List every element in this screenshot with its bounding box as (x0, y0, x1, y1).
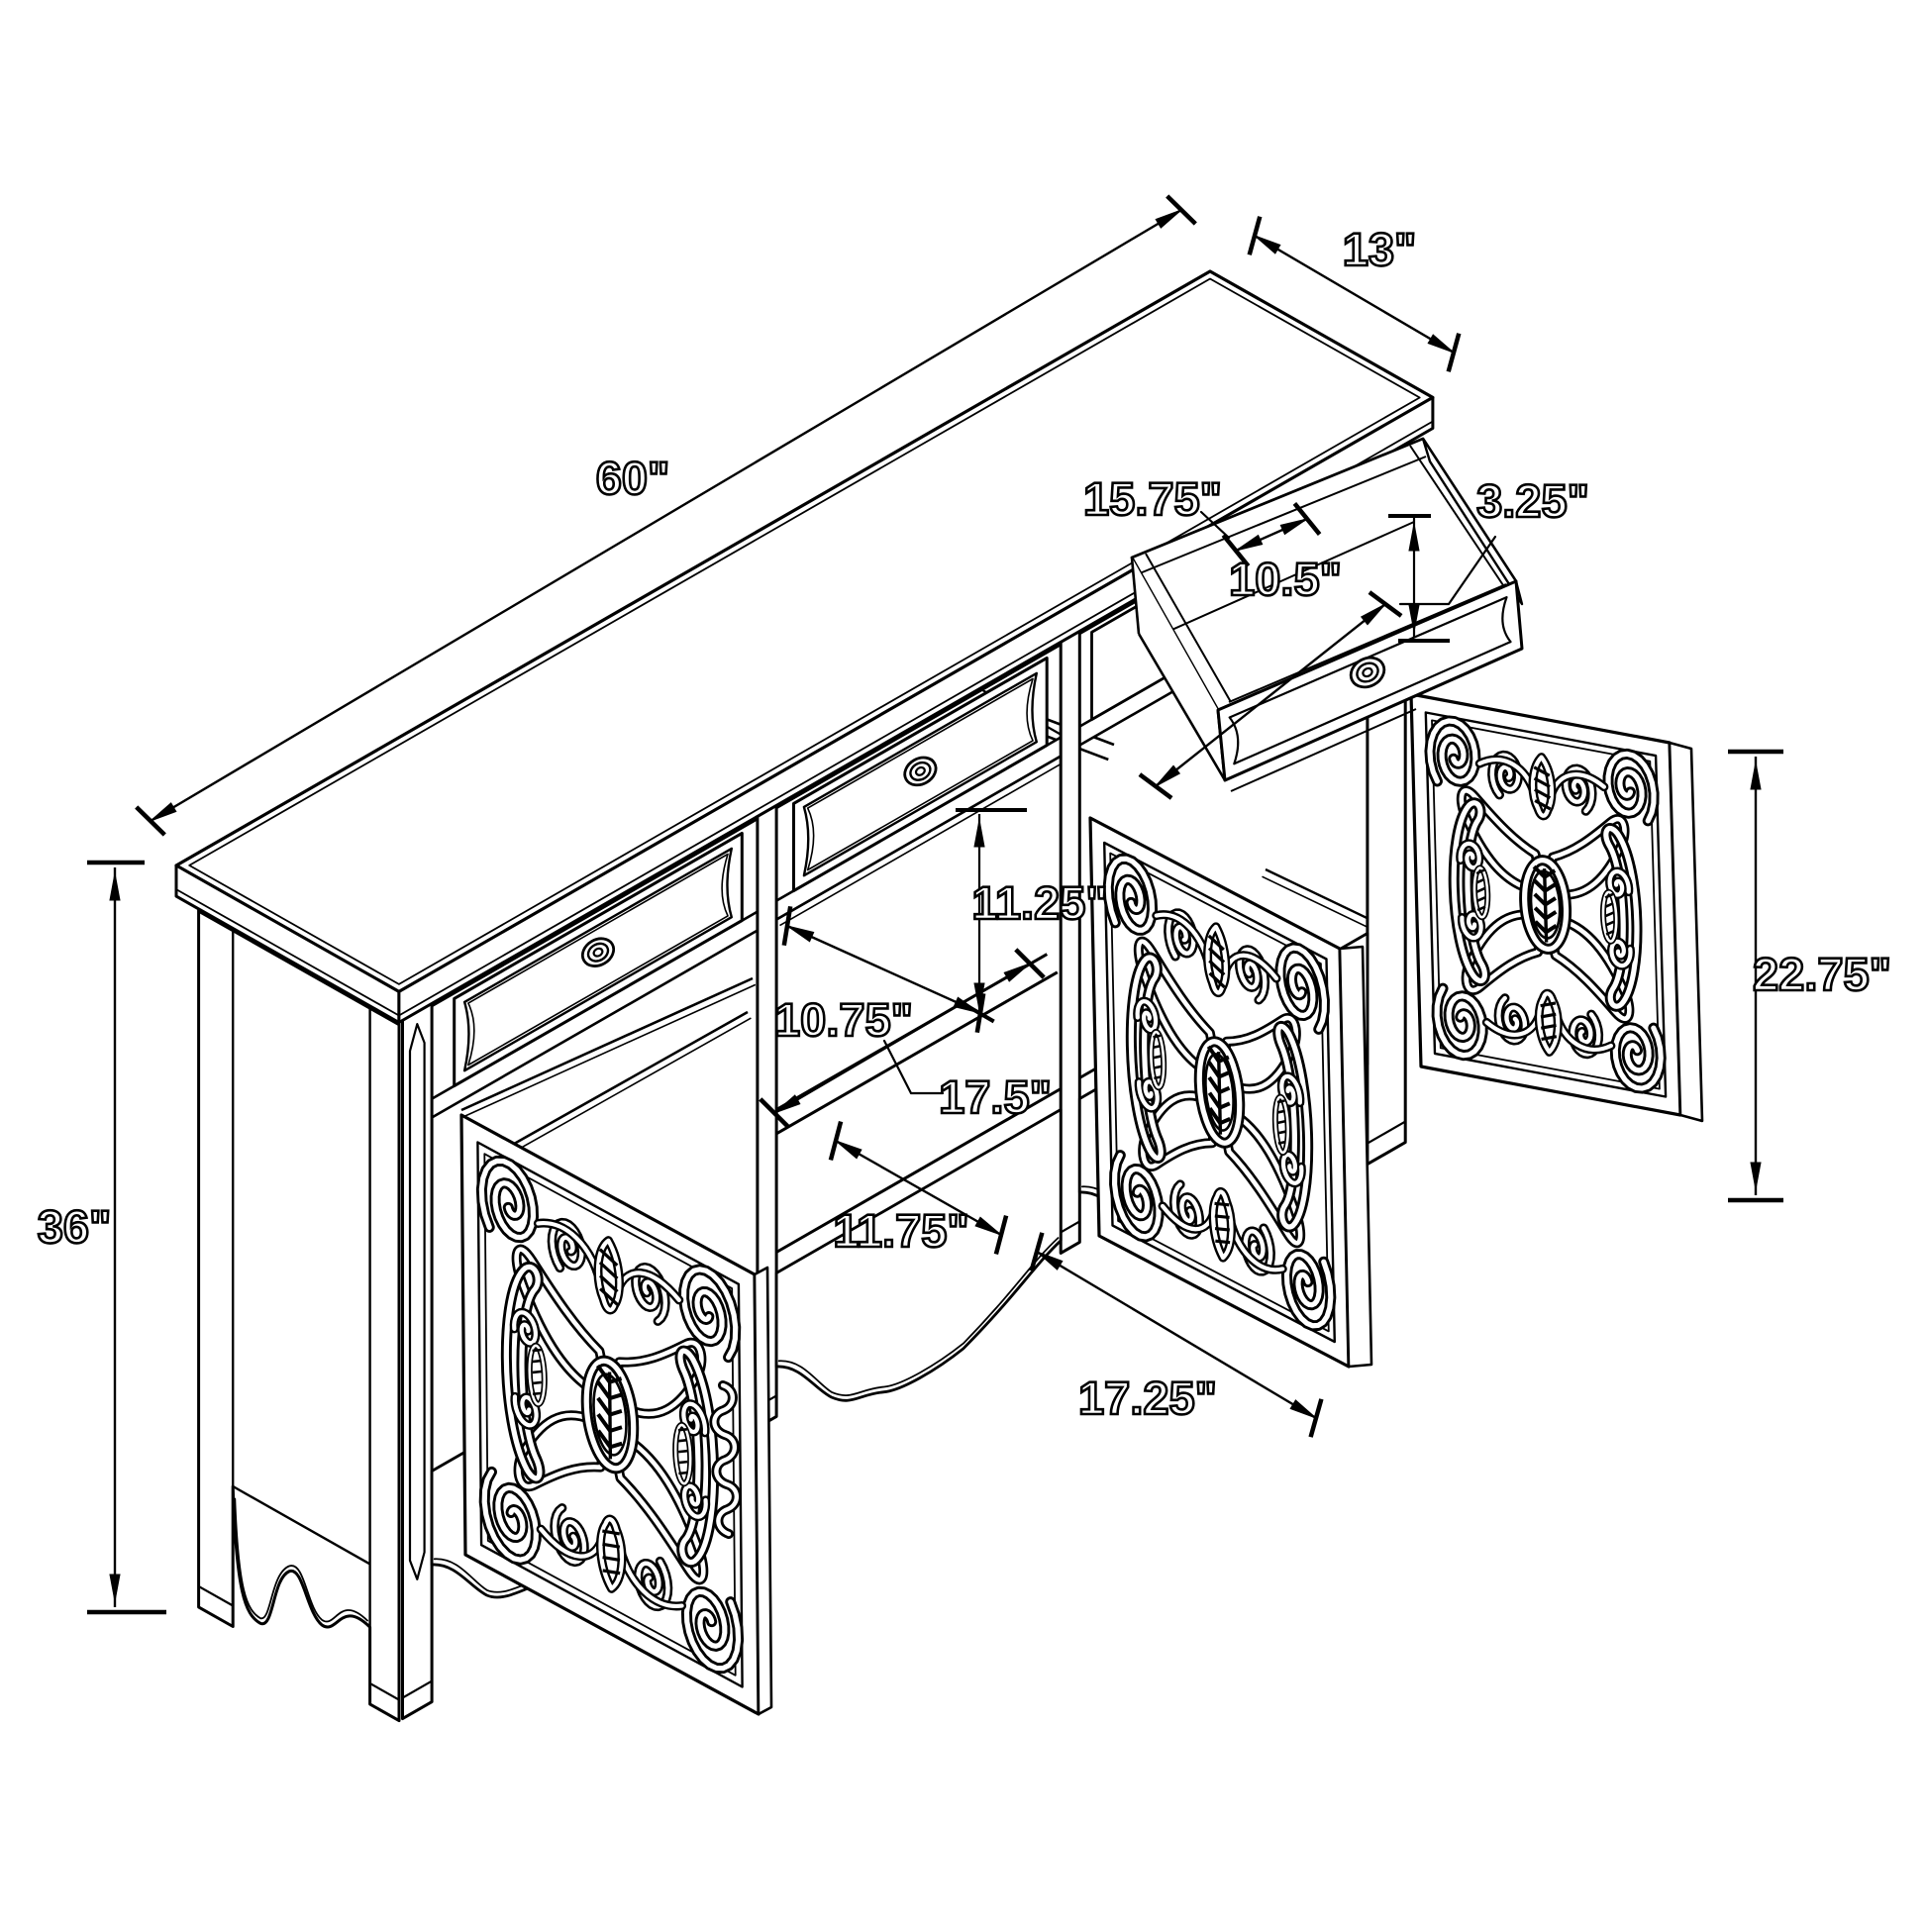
svg-text:13": 13" (1343, 223, 1417, 275)
svg-text:11.25": 11.25" (971, 876, 1107, 929)
svg-text:36": 36" (38, 1200, 112, 1253)
svg-text:10.5": 10.5" (1229, 553, 1342, 605)
svg-text:17.5": 17.5" (939, 1070, 1052, 1123)
svg-text:60": 60" (596, 452, 670, 504)
svg-text:17.25": 17.25" (1078, 1372, 1217, 1424)
svg-text:11.75": 11.75" (833, 1204, 968, 1257)
svg-text:22.75": 22.75" (1753, 948, 1891, 1000)
svg-text:3.25": 3.25" (1476, 474, 1589, 527)
svg-text:15.75": 15.75" (1083, 472, 1222, 525)
svg-text:10.75": 10.75" (774, 993, 913, 1046)
